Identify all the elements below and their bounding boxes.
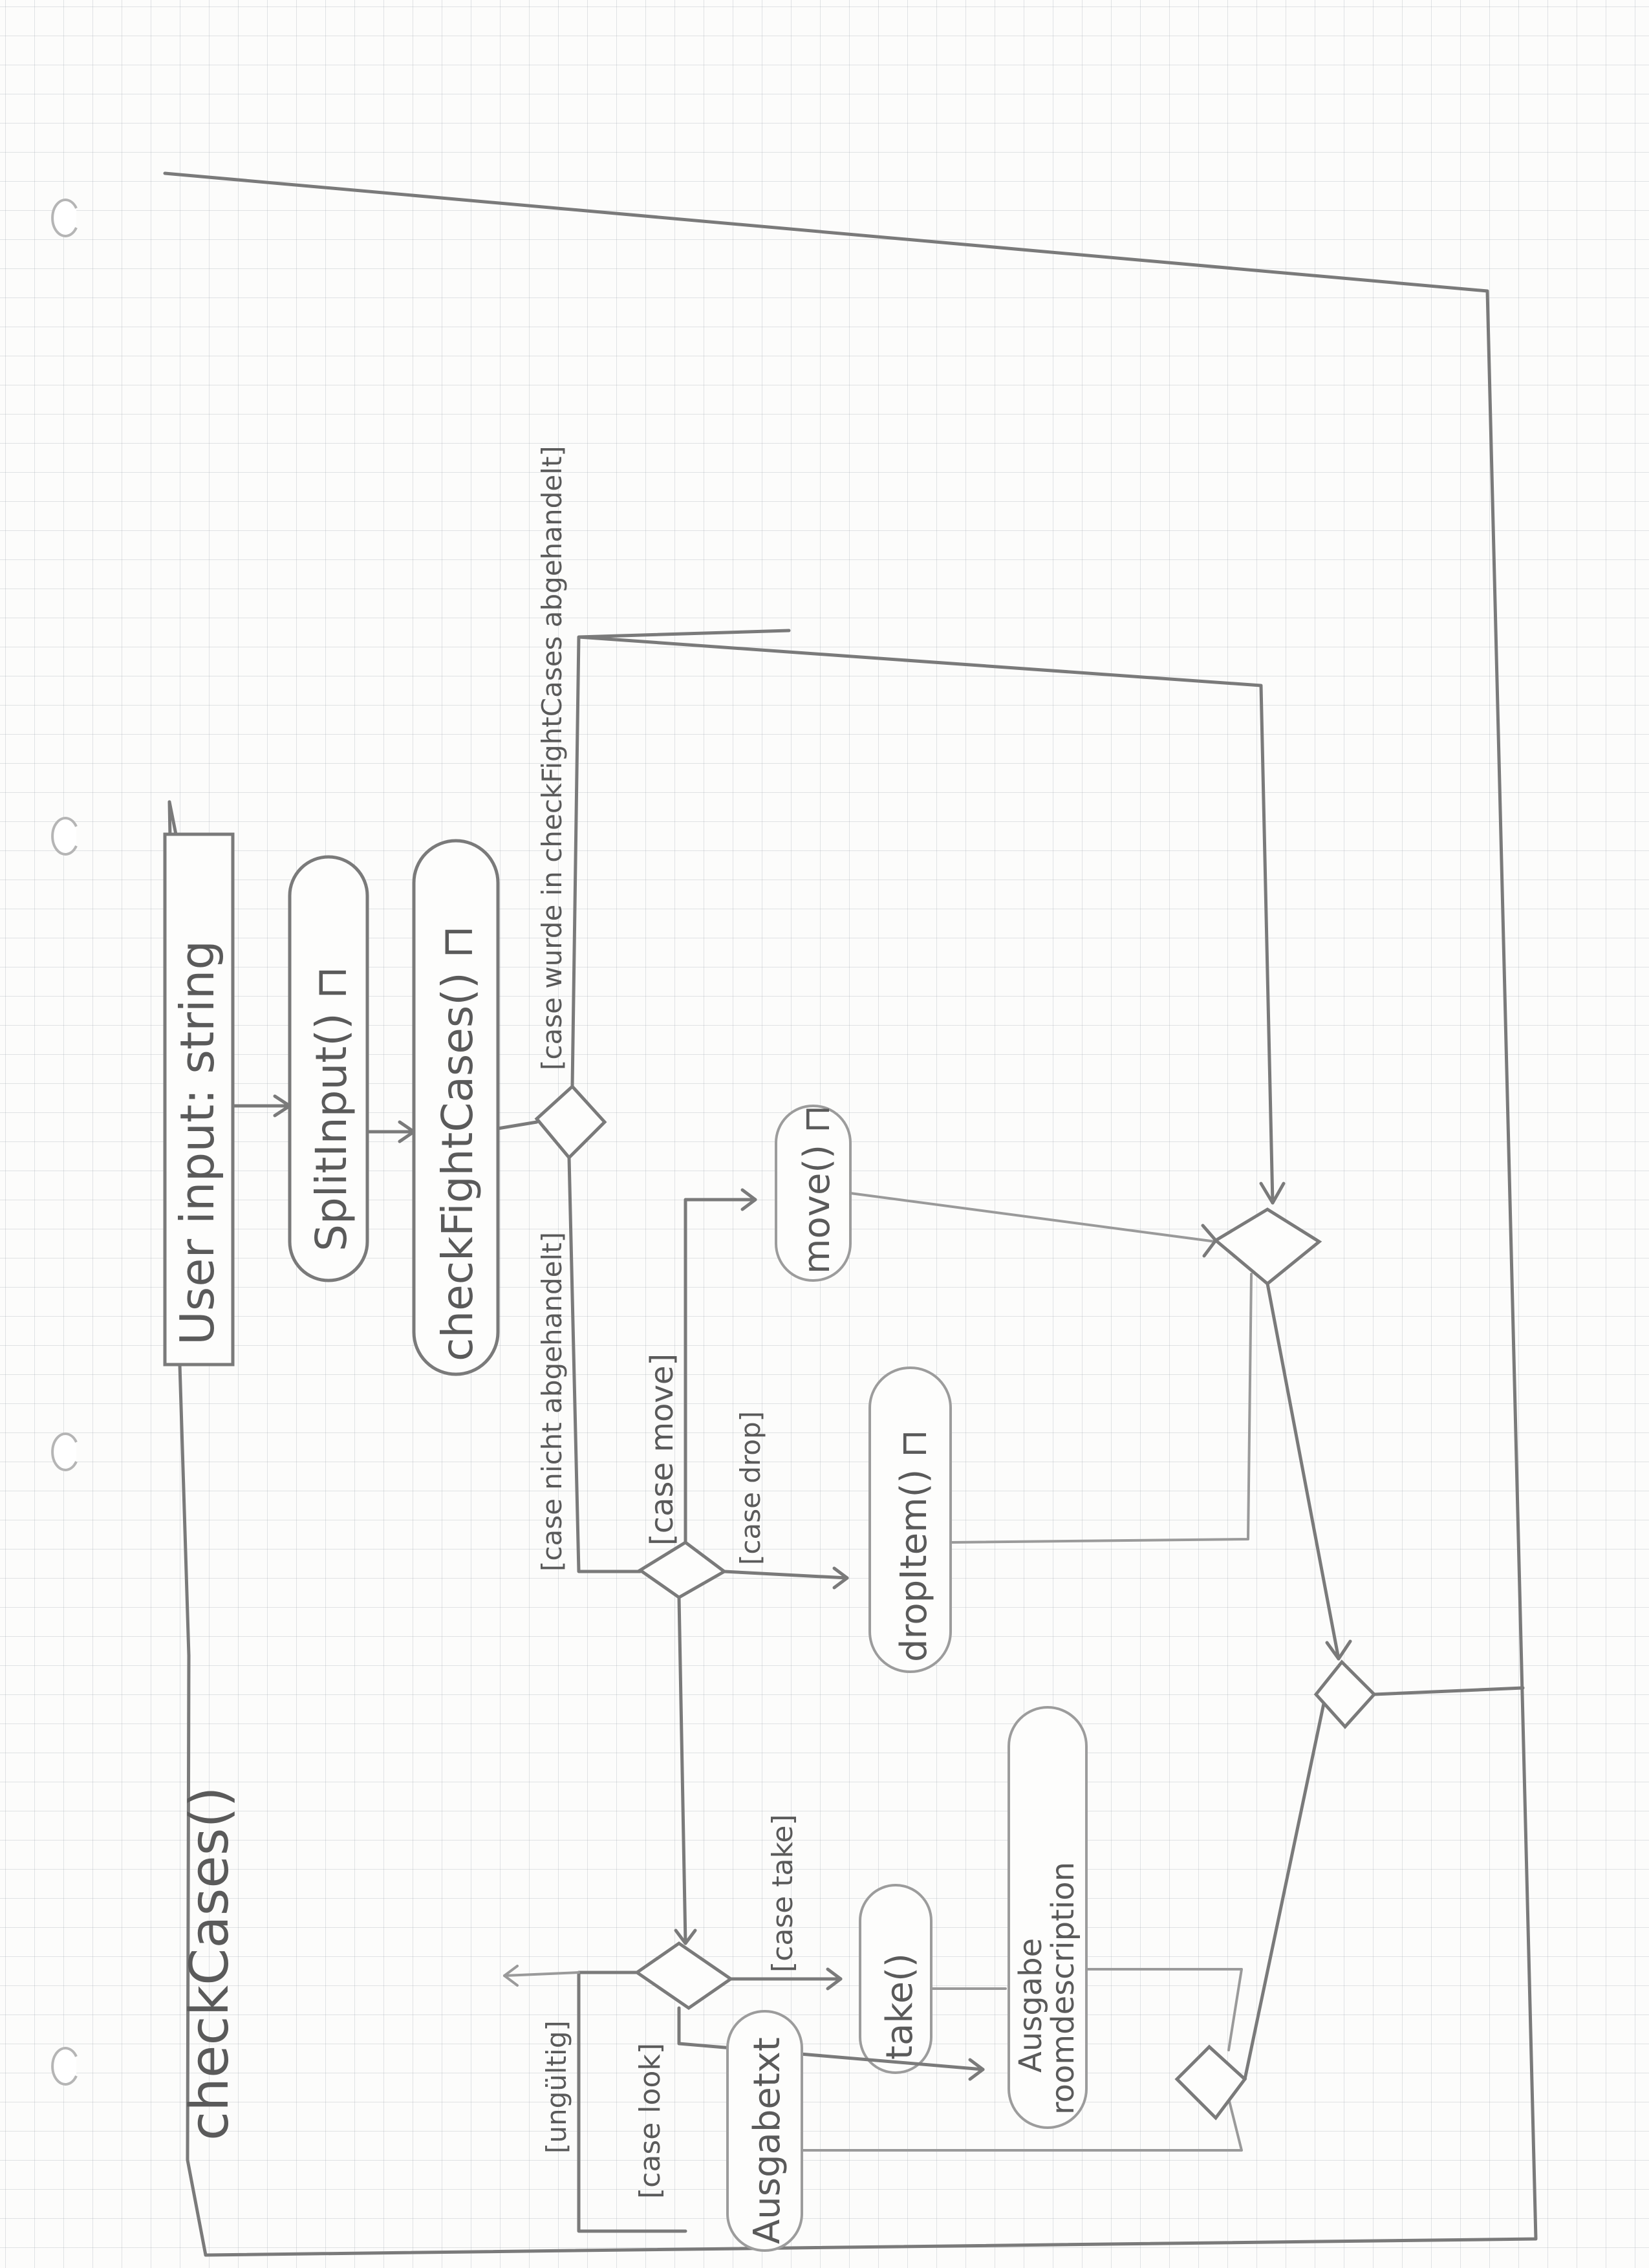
arrowhead — [826, 1967, 843, 1991]
arrowhead — [740, 1188, 757, 1211]
split-input-node — [288, 855, 369, 1282]
edge-case-drop — [722, 1570, 849, 1580]
check-fight-cases-node — [412, 839, 500, 1376]
ausgabe-room-label-2: roomdescription — [1045, 1862, 1081, 2115]
split-input-label: SplitInput() ⊓ — [307, 966, 356, 1251]
binder-holes — [51, 199, 78, 2086]
edge-merge-up-down — [1266, 1282, 1341, 1661]
arrowhead — [273, 1094, 292, 1118]
move-label: move() ⊓ — [796, 1105, 838, 1274]
loop-edge-top — [167, 800, 178, 836]
arrowhead — [968, 2058, 985, 2081]
arrowhead — [1201, 1224, 1218, 1258]
user-input-box — [163, 832, 235, 1366]
guard-case-not-handled: [case nicht abgehandelt] — [536, 1232, 568, 1571]
decision-fight-handled — [534, 1084, 607, 1160]
guard-case-drop: [case drop] — [735, 1411, 766, 1565]
edge-handled — [570, 629, 1275, 1205]
edge-lower-merge-up — [1243, 1692, 1328, 2081]
edge-move-merge — [849, 1192, 1217, 1243]
take-node — [859, 1884, 932, 2074]
guard-case-handled: [case wurde in checkFightCases abgehande… — [536, 446, 568, 1070]
binder-hole — [51, 1432, 78, 1471]
edge-case-look — [677, 2006, 985, 2071]
guard-invalid: [ungültig] — [541, 2020, 572, 2154]
take-label: take() — [879, 1953, 921, 2060]
edge-room-merge — [1085, 1968, 1243, 2051]
ausgabe-room-node — [1008, 1706, 1088, 2129]
binder-hole — [51, 199, 78, 237]
ausgabetext-node — [726, 2010, 803, 2252]
decision-take-look — [634, 1941, 734, 2011]
merge-upper — [1212, 1207, 1322, 1286]
arrowhead — [832, 1566, 849, 1590]
binder-hole — [51, 817, 78, 856]
drop-item-label: dropItem() ⊓ — [893, 1429, 935, 1662]
guard-case-move: [case move] — [644, 1354, 680, 1546]
user-input-label: User input: string — [170, 940, 224, 1345]
merge-lower — [1174, 2044, 1247, 2121]
arrowhead — [1259, 1182, 1286, 1205]
drop-item-node — [868, 1366, 952, 1673]
ausgabetext-label: Ausgabetxt — [746, 2037, 788, 2244]
edge-invalid-stub — [503, 1971, 580, 1977]
guard-case-look: [case look] — [634, 2043, 667, 2199]
edge-final-loop — [1372, 1686, 1525, 1696]
frame-label: checkCases() — [179, 1787, 241, 2141]
ausgabe-room-label: Ausgabe — [1013, 1938, 1049, 2073]
arrowhead — [674, 1928, 697, 1945]
binder-hole — [51, 2047, 78, 2086]
edge-text-merge — [801, 2097, 1243, 2152]
edge-drop-merge — [949, 1273, 1253, 1544]
decision-move-drop — [637, 1540, 727, 1599]
edge-case-move — [684, 1198, 757, 1544]
edge-decision2-decision3 — [677, 1595, 687, 1945]
arrowhead — [1325, 1639, 1352, 1661]
edge-not-handled — [567, 1156, 642, 1573]
arrowhead — [503, 1965, 519, 1987]
outer-frame — [163, 171, 1538, 2257]
guard-case-take: [case take] — [766, 1814, 799, 1972]
edge-check-decision1 — [496, 1120, 539, 1130]
edge-invalid — [577, 1971, 687, 2233]
arrowhead — [398, 1120, 416, 1143]
check-fight-cases-label: checkFightCases() ⊓ — [433, 925, 482, 1361]
merge-final — [1313, 1659, 1377, 1729]
